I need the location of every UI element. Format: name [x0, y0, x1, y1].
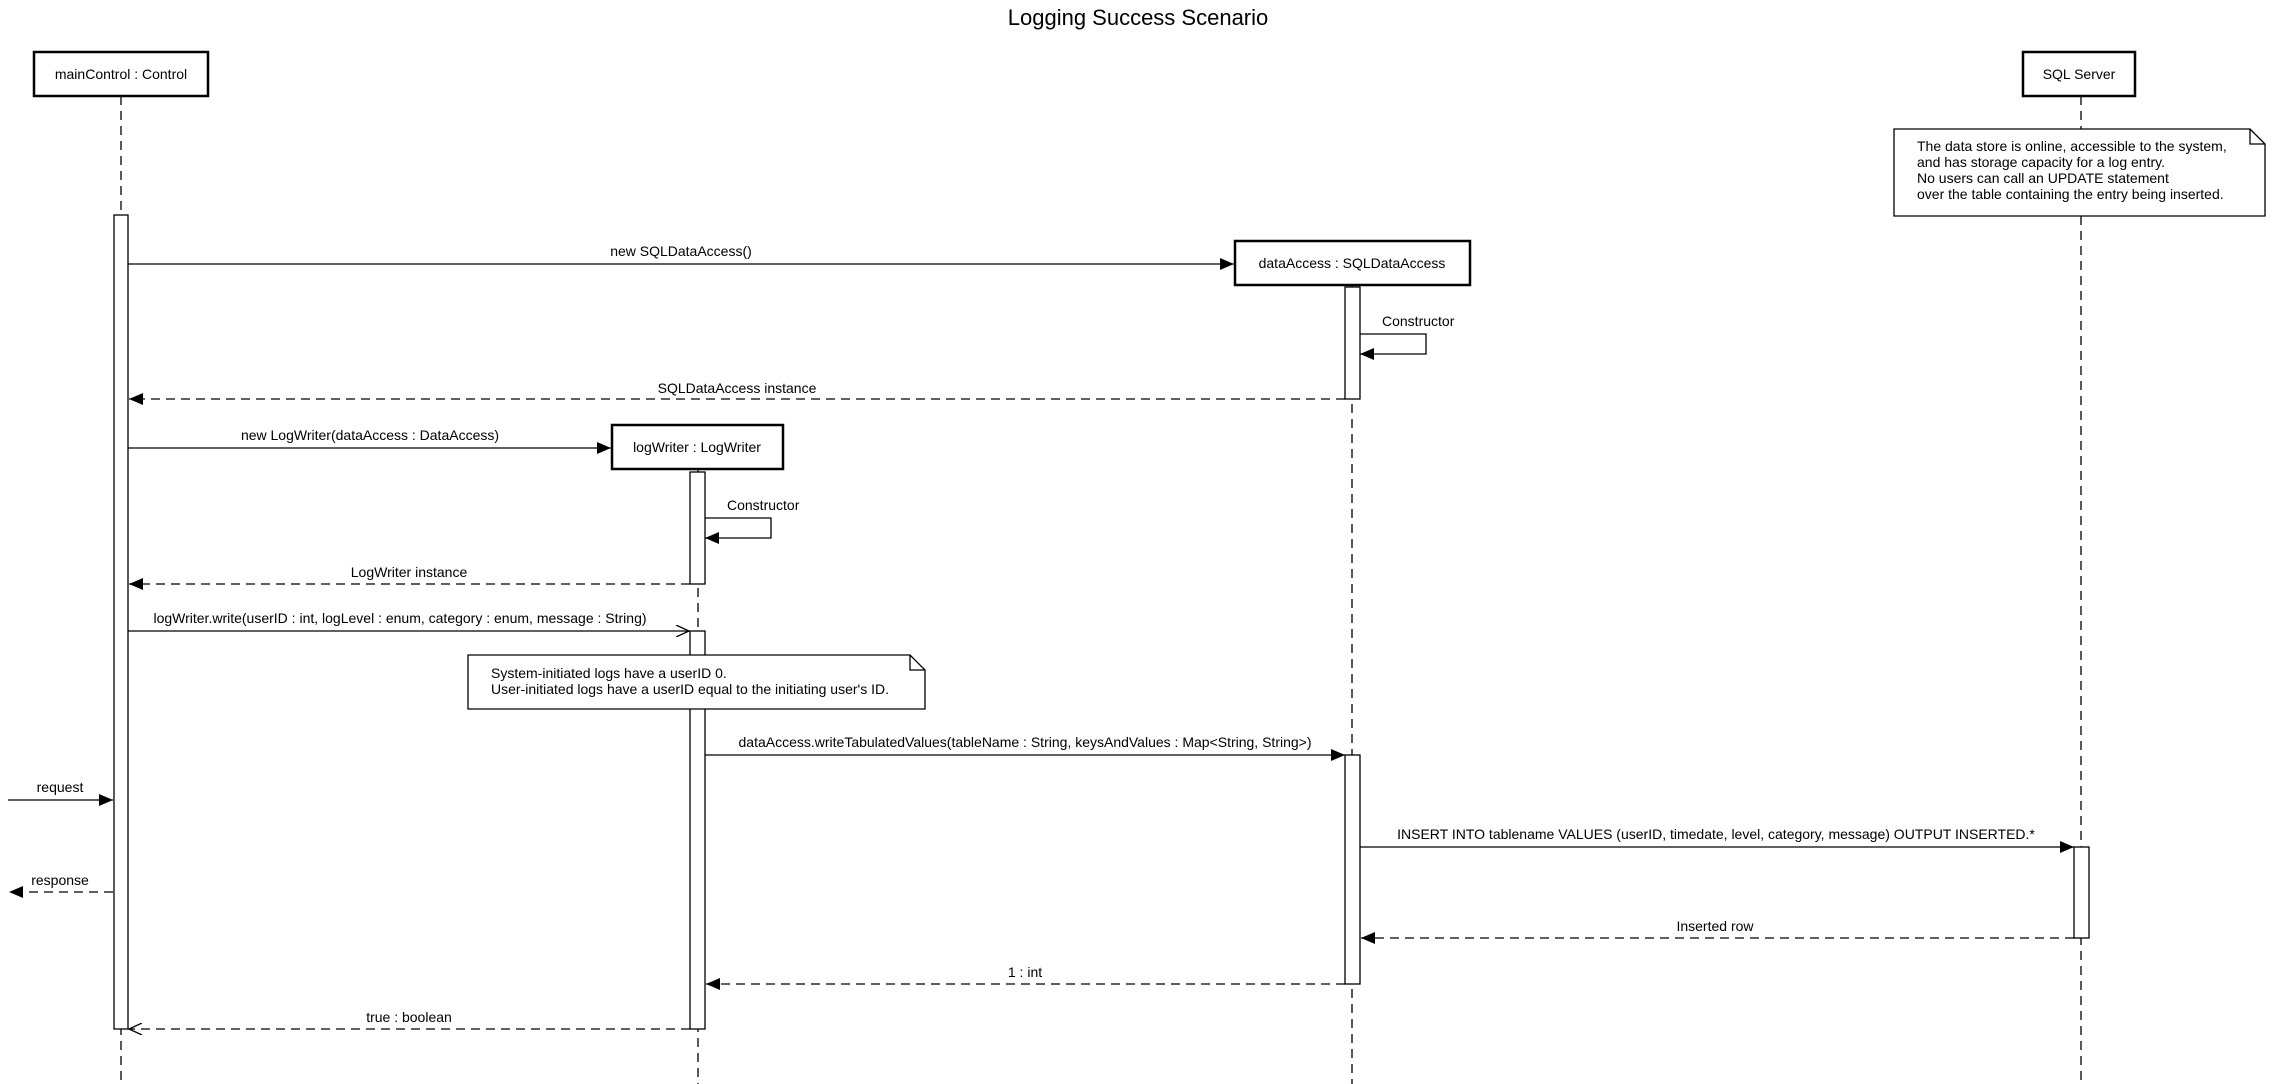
- note-sql-server-line: over the table containing the entry bein…: [1917, 186, 2224, 202]
- message-label: new SQLDataAccess(): [610, 243, 752, 259]
- message-label: 1 : int: [1008, 964, 1042, 980]
- message-label: SQLDataAccess instance: [658, 380, 817, 396]
- message-label: Constructor: [727, 497, 800, 513]
- diagram-title: Logging Success Scenario: [1008, 5, 1269, 30]
- message-label: dataAccess.writeTabulatedValues(tableNam…: [739, 734, 1312, 750]
- participant-main-control-label: mainControl : Control: [55, 66, 187, 82]
- message-label: response: [31, 872, 89, 888]
- participant-data-access-label: dataAccess : SQLDataAccess: [1259, 255, 1446, 271]
- message-label: true : boolean: [366, 1009, 452, 1025]
- participant-sql-server: SQL Server: [2021, 50, 2137, 98]
- note-log-writer-line: System-initiated logs have a userID 0.: [491, 665, 727, 681]
- activation-main-control: [113, 214, 129, 1030]
- activation-log-writer-write: [689, 630, 706, 1030]
- note-sql-server: The data store is online, accessible to …: [1893, 128, 2266, 217]
- participant-log-writer: logWriter : LogWriter: [610, 423, 785, 471]
- activation-data-access-constructor: [1344, 286, 1361, 400]
- note-log-writer-line: User-initiated logs have a userID equal …: [491, 681, 889, 697]
- participant-data-access: dataAccess : SQLDataAccess: [1233, 239, 1472, 287]
- note-sql-server-line: The data store is online, accessible to …: [1917, 138, 2227, 154]
- message-label: INSERT INTO tablename VALUES (userID, ti…: [1397, 826, 2035, 842]
- activation-log-writer-constructor: [689, 471, 706, 585]
- note-sql-server-line: and has storage capacity for a log entry…: [1917, 154, 2165, 170]
- message-label: new LogWriter(dataAccess : DataAccess): [241, 427, 499, 443]
- activation-sql-server: [2073, 846, 2090, 939]
- participant-log-writer-label: logWriter : LogWriter: [633, 439, 761, 455]
- message-label: LogWriter instance: [351, 564, 468, 580]
- message-self-constructor-data-access: [1360, 333, 1427, 360]
- activation-data-access-write: [1344, 754, 1361, 985]
- message-label: logWriter.write(userID : int, logLevel :…: [153, 610, 646, 626]
- message-self-constructor-log-writer: [705, 517, 772, 544]
- message-label: Constructor: [1382, 313, 1455, 329]
- participant-main-control: mainControl : Control: [32, 50, 210, 98]
- note-sql-server-line: No users can call an UPDATE statement: [1917, 170, 2169, 186]
- message-label: request: [37, 779, 84, 795]
- message-label: Inserted row: [1676, 918, 1754, 934]
- note-log-writer: System-initiated logs have a userID 0. U…: [467, 654, 926, 710]
- participant-sql-server-label: SQL Server: [2043, 66, 2116, 82]
